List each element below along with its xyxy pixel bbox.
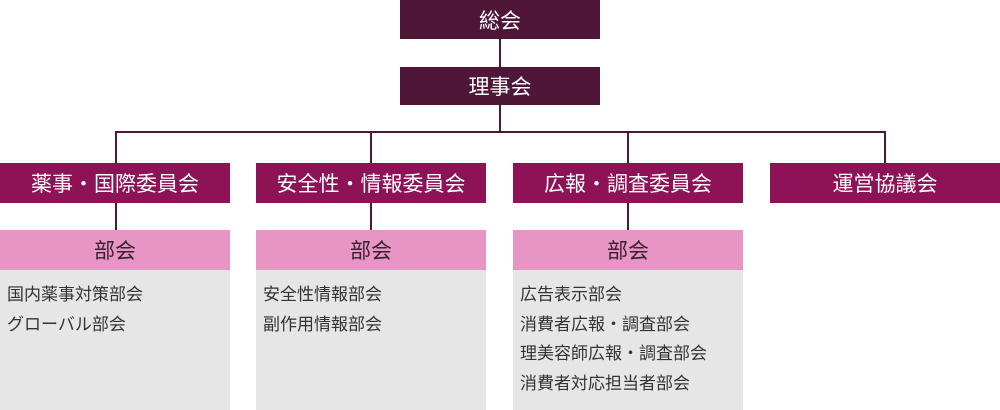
committee-box-3: 広報・調査委員会 [513, 163, 743, 203]
board-box: 理事会 [400, 67, 600, 105]
committee-box-1: 薬事・国際委員会 [0, 163, 230, 203]
connector-bus-committee-3 [627, 131, 629, 163]
list-item: グローバル部会 [7, 314, 126, 335]
list-item: 広告表示部会 [520, 285, 622, 305]
list-item: 国内薬事対策部会 [7, 285, 143, 305]
list-item: 安全性情報部会 [263, 285, 382, 305]
connector-committee-3-sub [627, 203, 629, 230]
connector-committee-1-sub [115, 203, 117, 230]
subcommittee-header-3: 部会 [513, 230, 743, 270]
connector-bus-committee-1 [115, 131, 117, 163]
connector-board-trunk [499, 105, 501, 132]
subcommittee-panel-3: 広告表示部会 消費者広報・調査部会 理美容師広報・調査部会 消費者対応担当者部会 [513, 270, 743, 410]
subcommittee-header-1: 部会 [0, 230, 230, 270]
committee-box-4: 運営協議会 [770, 163, 1000, 203]
subcommittee-panel-1: 国内薬事対策部会 グローバル部会 [0, 270, 230, 410]
subcommittee-list-3: 広告表示部会 消費者広報・調査部会 理美容師広報・調査部会 消費者対応担当者部会 [513, 270, 743, 399]
committee-box-2: 安全性・情報委員会 [256, 163, 486, 203]
connector-bus-committee-2 [370, 131, 372, 163]
connector-committee-2-sub [370, 203, 372, 230]
connector-horizontal-bus [115, 131, 885, 133]
list-item: 副作用情報部会 [263, 314, 382, 335]
subcommittee-list-2: 安全性情報部会 副作用情報部会 [256, 270, 486, 340]
connector-bus-committee-4 [884, 131, 886, 163]
subcommittee-panel-2: 安全性情報部会 副作用情報部会 [256, 270, 486, 410]
subcommittee-list-1: 国内薬事対策部会 グローバル部会 [0, 270, 230, 340]
list-item: 理美容師広報・調査部会 [520, 344, 707, 364]
list-item: 消費者対応担当者部会 [520, 373, 690, 394]
connector-assembly-board [499, 39, 501, 67]
general-assembly-box: 総会 [400, 0, 600, 39]
list-item: 消費者広報・調査部会 [520, 314, 690, 335]
subcommittee-header-2: 部会 [256, 230, 486, 270]
